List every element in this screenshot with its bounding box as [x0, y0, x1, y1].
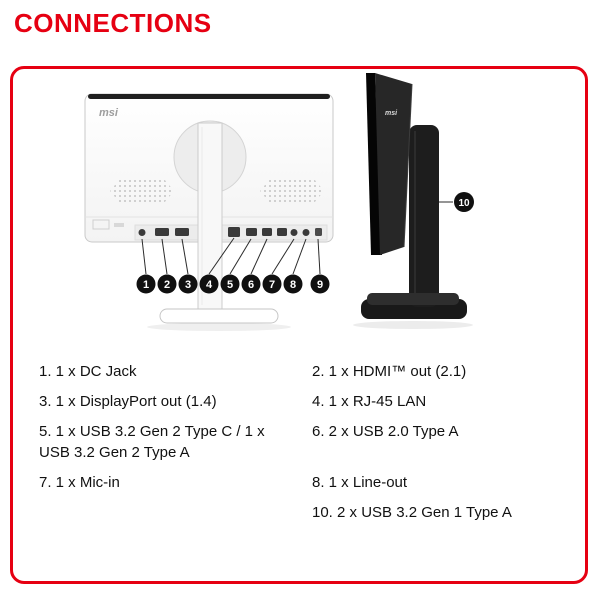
callout-3: 3 [178, 274, 198, 294]
svg-text:2: 2 [164, 279, 170, 291]
side-panel-front-edge [366, 73, 382, 255]
top-bezel-edge [88, 94, 330, 99]
callout-7: 7 [262, 274, 282, 294]
monitor-side-view: msi 10 [353, 73, 474, 329]
callouts-row: 1 2 3 4 [136, 274, 330, 294]
callout-10: 10 [439, 192, 474, 212]
svg-text:3: 3 [185, 279, 191, 291]
side-panel-back [375, 73, 412, 255]
usb-c-port [246, 228, 257, 236]
legend-item-3: 3. 1 x DisplayPort out (1.4) [39, 393, 217, 410]
callout-4: 4 [199, 274, 219, 294]
legend-item-10: 10. 2 x USB 3.2 Gen 1 Type A [312, 504, 512, 521]
usb-a-port [262, 228, 272, 236]
speaker-grille-left [110, 179, 174, 203]
callout-6: 6 [241, 274, 261, 294]
svg-text:10: 10 [458, 198, 470, 209]
monitor-back-view: msi [84, 93, 334, 331]
speaker-grille-right [260, 179, 324, 203]
usb-a-port-2 [277, 228, 287, 236]
msi-logo: msi [99, 107, 119, 119]
line-out-port [302, 229, 310, 236]
mic-in-port [290, 229, 298, 236]
page-title: CONNECTIONS [14, 8, 212, 38]
msi-logo-side: msi [385, 110, 398, 117]
svg-text:1: 1 [143, 279, 149, 291]
dc-jack-port [138, 229, 146, 236]
side-base-shadow [353, 321, 473, 329]
callout-5: 5 [220, 274, 240, 294]
legend-item-4: 4. 1 x RJ-45 LAN [312, 393, 427, 410]
legend-item-5: 5. 1 x USB 3.2 Gen 2 Type C / 1 x USB 3.… [39, 423, 265, 461]
svg-text:8: 8 [290, 279, 296, 291]
side-stand-arm [409, 125, 439, 307]
side-stand-base-top [367, 293, 459, 305]
side-panel-edge-highlight [403, 83, 413, 248]
hdmi-port [155, 228, 169, 236]
connections-diagram: msi [84, 73, 474, 331]
kensington-lock-slot [315, 228, 322, 236]
ports-legend: 1. 1 x DC Jack 2. 1 x HDMI™ out (2.1) 3.… [13, 359, 585, 523]
connections-panel: msi [10, 66, 588, 584]
regulatory-label [92, 219, 110, 230]
callout-lines [141, 237, 321, 275]
displayport-port [175, 228, 189, 236]
callout-1: 1 [136, 274, 156, 294]
svg-text:4: 4 [206, 279, 213, 291]
rear-ports [138, 227, 322, 237]
callout-9: 9 [310, 274, 330, 294]
legend-item-6: 6. 2 x USB 2.0 Type A [312, 423, 459, 440]
rj45-lan-port [228, 227, 240, 237]
svg-text:6: 6 [248, 279, 254, 291]
svg-text:7: 7 [269, 279, 275, 291]
base-shadow [147, 323, 291, 331]
connections-figure: msi [13, 69, 585, 359]
legend-item-2: 2. 1 x HDMI™ out (2.1) [312, 363, 467, 380]
legend-item-1: 1. 1 x DC Jack [39, 363, 137, 380]
svg-text:5: 5 [227, 279, 233, 291]
callout-2: 2 [157, 274, 177, 294]
callout-8: 8 [283, 274, 303, 294]
regulatory-mark [114, 223, 124, 227]
svg-text:9: 9 [317, 279, 323, 291]
legend-item-8: 8. 1 x Line-out [312, 474, 408, 491]
legend-item-7: 7. 1 x Mic-in [39, 474, 120, 491]
stand-base [159, 308, 279, 324]
